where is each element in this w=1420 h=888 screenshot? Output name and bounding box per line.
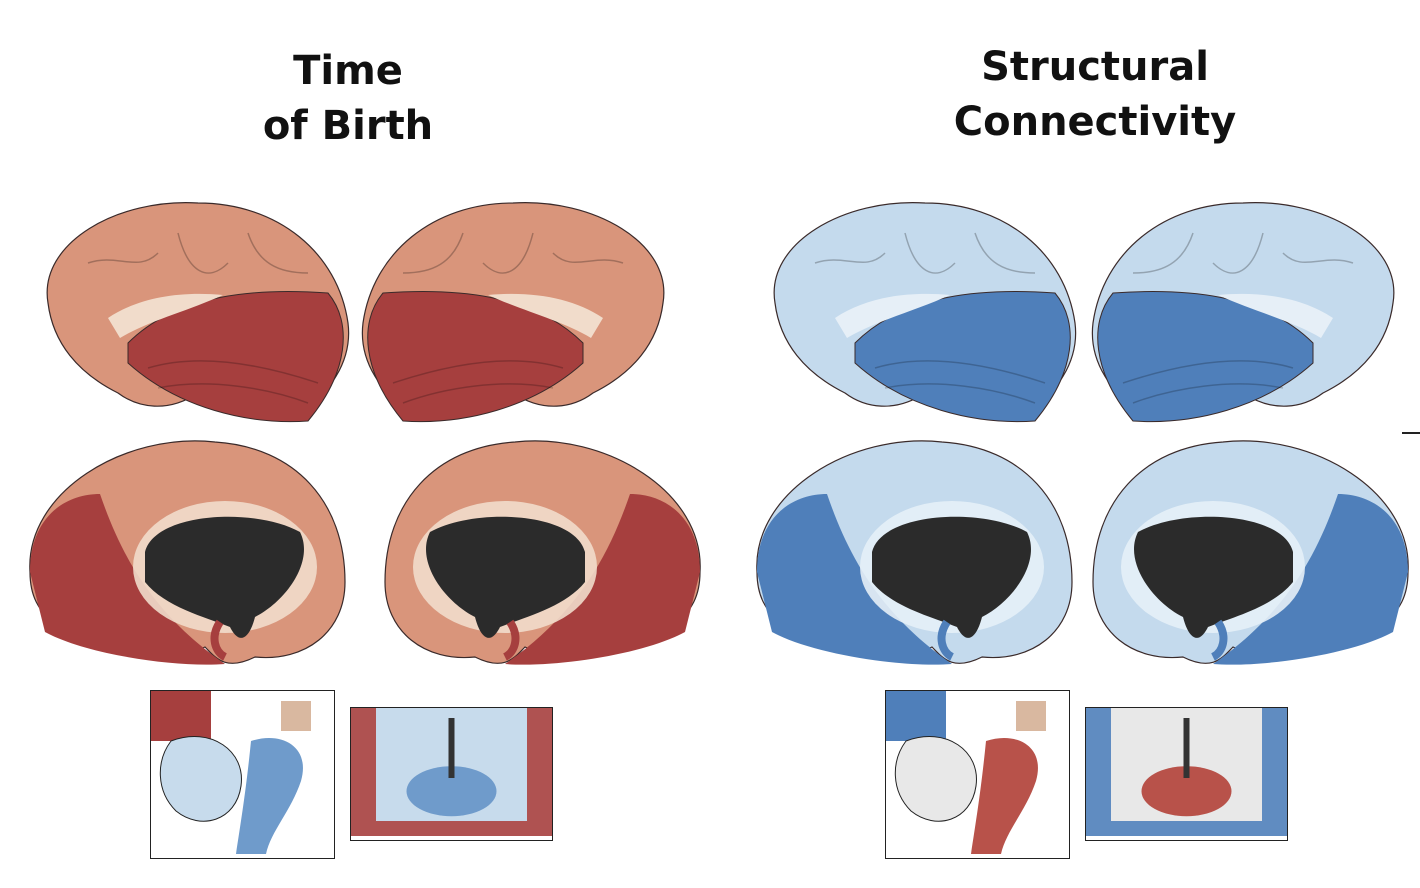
medial-wall: [1134, 516, 1293, 638]
subcortical-coronal-inset: [350, 707, 553, 841]
brain-medial-left: [25, 432, 350, 676]
subcortical-coronal-inset: [1085, 707, 1288, 841]
sylvian-fissure: [1218, 293, 1333, 338]
brain-lateral-left: [28, 193, 353, 432]
brain-lateral-right: [358, 193, 683, 432]
occipital-region: [1213, 494, 1408, 665]
midbrain: [406, 766, 497, 817]
medial-wall: [145, 516, 304, 638]
panel-title-structural-connectivity: Structural Connectivity: [920, 40, 1270, 150]
brain-medial-left: [752, 432, 1077, 676]
brain-lateral-right: [1088, 193, 1413, 432]
title-line: of Birth: [262, 103, 434, 149]
midbrain: [1141, 766, 1232, 817]
medial-wall: [872, 516, 1031, 638]
medial-wall: [426, 516, 585, 638]
axis-tick-mark: [1402, 432, 1420, 434]
panel-title-time-of-birth: Time of Birth: [198, 44, 498, 154]
title-line: Connectivity: [953, 99, 1237, 145]
subcortical-sagittal-inset: [885, 690, 1070, 859]
brain-lateral-left: [755, 193, 1080, 432]
temporal-region: [854, 290, 1071, 423]
temporal-region: [367, 290, 584, 423]
temporal-region: [127, 290, 344, 423]
sylvian-fissure: [108, 293, 223, 338]
brain-medial-right: [1088, 432, 1413, 676]
occipital-region: [30, 494, 225, 665]
brain-medial-right: [380, 432, 705, 676]
temporal-region: [1097, 290, 1314, 423]
subcortical-sagittal-inset: [150, 690, 335, 859]
sylvian-fissure: [835, 293, 950, 338]
cerebellum: [894, 736, 977, 822]
title-line: Time: [293, 48, 403, 94]
cerebellum: [159, 736, 242, 822]
sylvian-fissure: [488, 293, 603, 338]
brainstem: [236, 737, 303, 854]
occipital-region: [757, 494, 952, 665]
occipital-region: [505, 494, 700, 665]
brainstem: [971, 737, 1038, 854]
title-line: Structural: [981, 44, 1209, 90]
